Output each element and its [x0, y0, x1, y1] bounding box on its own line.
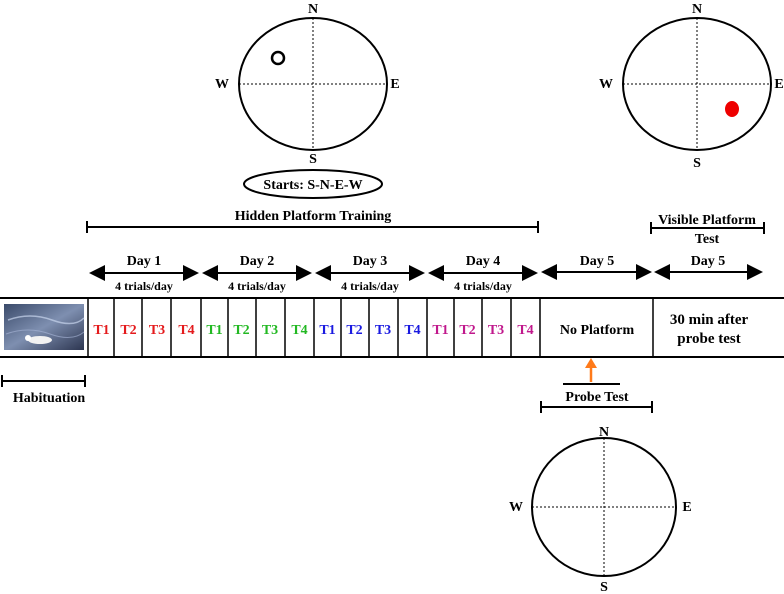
compass-w: W [509, 500, 523, 515]
trial-cells: T1 T2 T3 T4 T1 T2 T3 T4 T1 T2 T3 T4 T1 T2 T3 T4 [93, 323, 533, 338]
timeline-dividers [87, 298, 654, 357]
visible-cell-line2: probe test [677, 331, 740, 347]
starts-oval [243, 169, 383, 199]
day-label: Day 3 [353, 254, 388, 269]
hidden-platform-marker [270, 50, 286, 66]
trial-label: T4 [404, 323, 420, 338]
trial-label: T1 [432, 323, 448, 338]
compass-s: S [309, 152, 317, 167]
day-header-5-probe: Day 5 [541, 254, 652, 280]
day-header-2: Day 2 4 trials/day [202, 254, 312, 293]
visible-cell-line1: 30 min after [670, 312, 749, 328]
habituation-photo [4, 304, 85, 350]
day-header-3: Day 3 4 trials/day [315, 254, 425, 293]
timeline-row: T1 T2 T3 T4 T1 T2 T3 T4 T1 T2 T3 T4 T1 T2 T3 T4 No Plat… [0, 297, 784, 358]
visible-platform-marker [725, 101, 739, 117]
compass-w: W [599, 77, 613, 92]
compass-n: N [599, 425, 609, 440]
trial-label: T3 [488, 323, 504, 338]
day-label: Day 2 [240, 254, 275, 269]
compass-s: S [693, 156, 701, 171]
habituation-label: Habituation [13, 391, 86, 406]
compass-e: E [682, 500, 691, 515]
trial-label: T3 [375, 323, 391, 338]
day-headers: Day 1 4 trials/day Day 2 4 trials/day Da… [89, 254, 763, 293]
trial-label: T4 [291, 323, 307, 338]
starts-label: Starts: S-N-E-W [263, 178, 362, 193]
trial-label: T2 [459, 323, 475, 338]
compass-n: N [308, 2, 318, 17]
day-label: Day 5 [691, 254, 726, 269]
day-label: Day 4 [466, 254, 501, 269]
trials-per-day: 4 trials/day [228, 279, 286, 293]
probe-test-label: Probe Test [565, 390, 628, 405]
day-header-1: Day 1 4 trials/day [89, 254, 199, 293]
compass-e: E [774, 77, 783, 92]
visible-test-bracket: Visible Platform Test [650, 213, 765, 247]
trial-label: T2 [346, 323, 362, 338]
trial-label: T1 [206, 323, 222, 338]
hidden-training-label: Hidden Platform Training [235, 209, 392, 224]
trial-label: T4 [178, 323, 194, 338]
pool-visible-platform: N S W E [599, 2, 784, 171]
compass-s: S [600, 580, 608, 594]
trials-per-day: 4 trials/day [341, 279, 399, 293]
mouse-swimming [28, 336, 52, 344]
trials-per-day: 4 trials/day [115, 279, 173, 293]
visible-test-label-1: Visible Platform [658, 213, 756, 228]
trials-per-day: 4 trials/day [454, 279, 512, 293]
trial-label: T4 [517, 323, 533, 338]
trial-label: T2 [233, 323, 249, 338]
day-label: Day 1 [127, 254, 162, 269]
day-label: Day 5 [580, 254, 615, 269]
trial-label: T3 [262, 323, 278, 338]
habituation-bracket: Habituation [1, 375, 86, 406]
compass-n: N [692, 2, 702, 17]
trial-label: T2 [120, 323, 136, 338]
no-platform-cell: No Platform [560, 323, 635, 338]
probe-test-indicator: Probe Test [540, 358, 653, 413]
pool-hidden-platform: N S W E [215, 2, 400, 167]
trial-label: T3 [149, 323, 165, 338]
trial-label: T1 [319, 323, 335, 338]
starts-badge: Starts: S-N-E-W [243, 169, 383, 199]
visible-test-label-2: Test [695, 232, 720, 247]
compass-e: E [390, 77, 399, 92]
day-header-4: Day 4 4 trials/day [428, 254, 538, 293]
probe-arrow-head [585, 358, 597, 368]
trial-label: T1 [93, 323, 109, 338]
compass-w: W [215, 77, 229, 92]
hidden-training-bracket: Hidden Platform Training [86, 209, 539, 233]
day-header-5-visible: Day 5 [654, 254, 763, 280]
pool-probe-test: N S W E [509, 425, 692, 594]
